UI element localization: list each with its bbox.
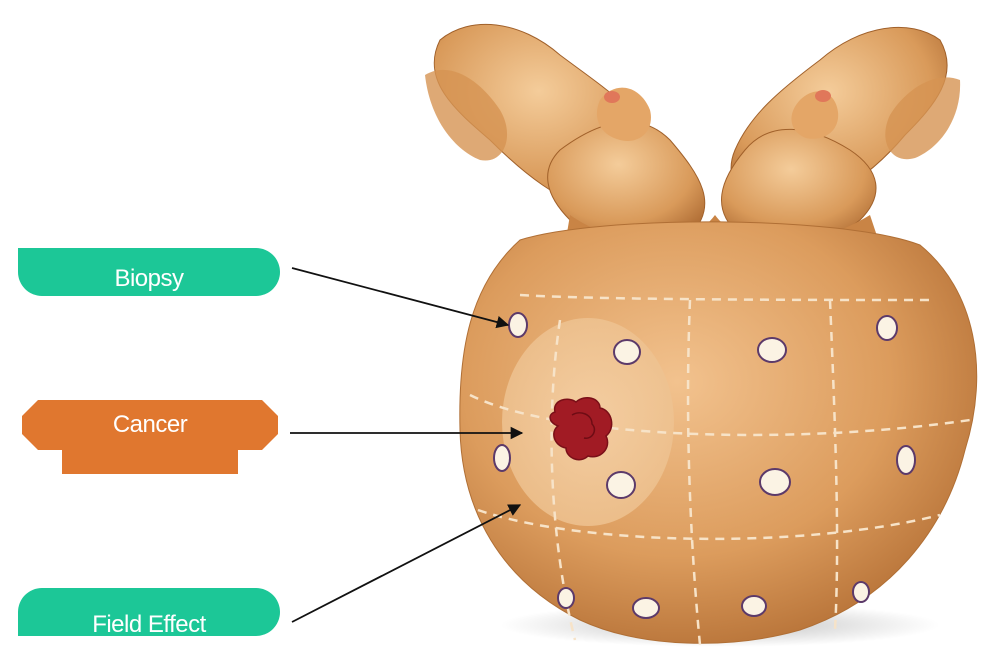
biopsy-pointer-arrow [292,268,508,325]
biopsy-site-marker [509,313,527,337]
biopsy-site-marker [760,469,790,495]
biopsy-site-marker [877,316,897,340]
biopsy-site-marker [758,338,786,362]
cancer-label: Cancer [22,400,278,450]
biopsy-site-marker [614,340,640,364]
biopsy-site-marker [558,588,574,608]
field-effect-pointer-arrow [292,505,520,622]
biopsy-site-marker [494,445,510,471]
biopsy-site-marker [633,598,659,618]
biopsy-site-marker [607,472,635,498]
biopsy-label: Biopsy [18,248,280,296]
biopsy-site-marker [742,596,766,616]
biopsy-site-marker [897,446,915,474]
field-effect-label: Field Effect [18,588,280,636]
biopsy-site-marker [853,582,869,602]
